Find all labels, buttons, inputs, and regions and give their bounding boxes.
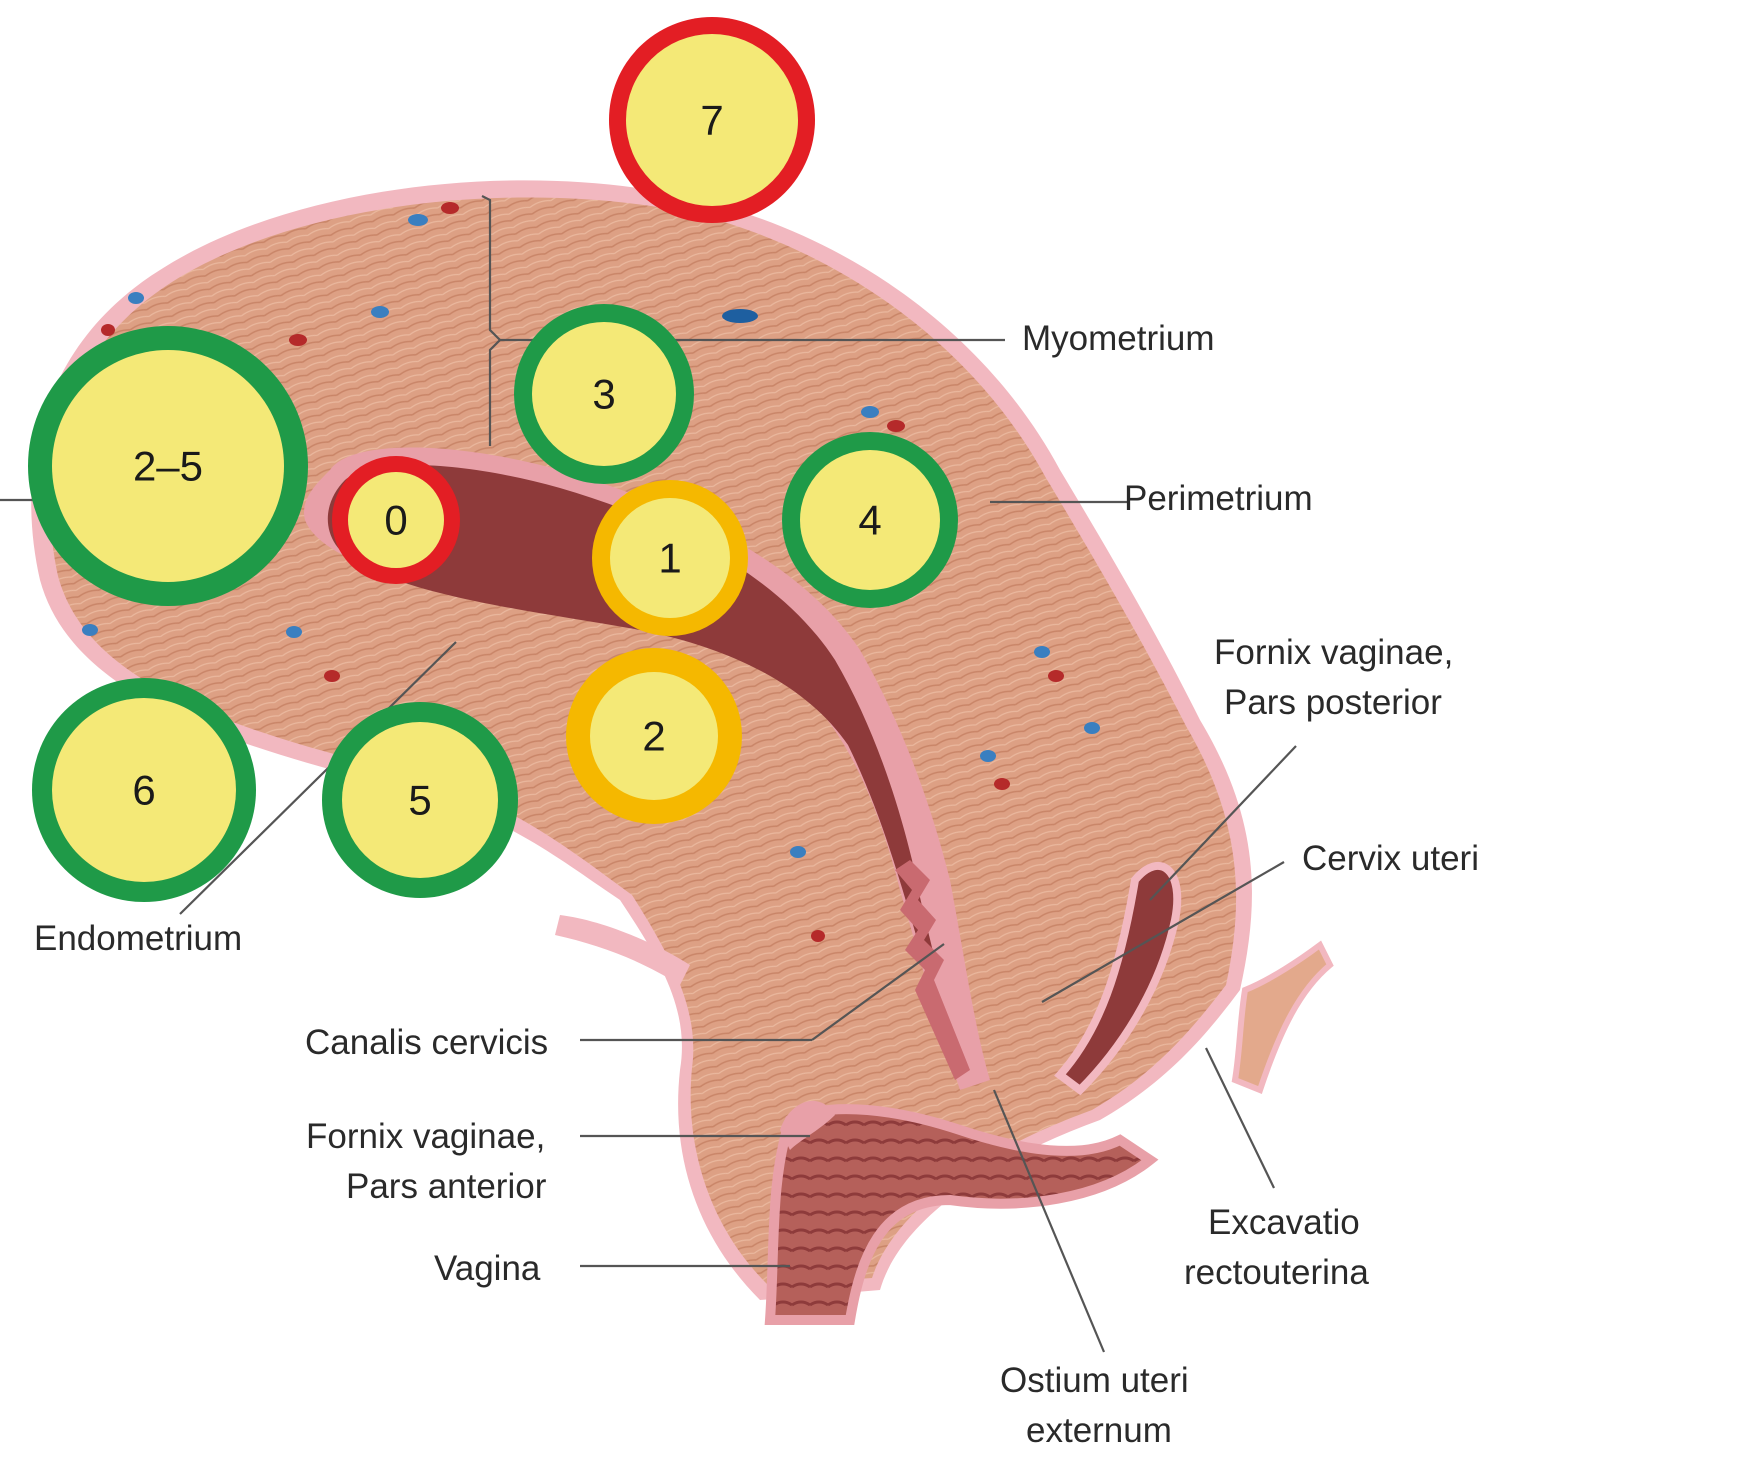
fibroid-label-7: 7 <box>700 97 723 144</box>
fibroid-marker-6: 6 <box>32 678 256 902</box>
fibroid-label-4: 4 <box>858 497 881 544</box>
fibroid-label-1: 1 <box>658 535 681 582</box>
fibroid-marker-0: 0 <box>332 456 460 584</box>
fibroid-marker-4: 4 <box>782 432 958 608</box>
label-endometrium: Endometrium <box>34 919 242 958</box>
fibroid-label-2-5: 2–5 <box>133 443 203 490</box>
label-ostium-2: externum <box>1026 1411 1172 1450</box>
label-perimetrium: Perimetrium <box>1124 479 1313 518</box>
label-vagina: Vagina <box>434 1249 541 1288</box>
label-canalis-cervicis: Canalis cervicis <box>305 1023 548 1062</box>
fibroid-label-5: 5 <box>408 777 431 824</box>
label-fornix-anterior-2: Pars anterior <box>346 1167 547 1206</box>
label-excavatio-1: Excavatio <box>1208 1203 1360 1242</box>
fibroid-label-6: 6 <box>132 767 155 814</box>
blood-vessels <box>82 202 1100 942</box>
vesicouterine-fold <box>555 915 690 985</box>
excavatio-leader <box>1205 1047 1275 1189</box>
myometrium-bracket <box>481 195 502 446</box>
fibroid-marker-1: 1 <box>592 480 748 636</box>
cervical-canal <box>895 860 970 1080</box>
fibroid-markers: 7 3 2–5 0 1 4 2 <box>28 17 958 902</box>
label-fornix-posterior-2: Pars posterior <box>1224 683 1442 722</box>
ostium-leader <box>992 1089 1106 1353</box>
fibroid-label-2: 2 <box>642 713 665 760</box>
canalis-cervicis-leader-2 <box>811 943 945 1041</box>
endometrium-lining <box>304 447 990 1090</box>
label-myometrium: Myometrium <box>1022 319 1215 358</box>
fibroid-marker-3: 3 <box>514 304 694 484</box>
fibroid-marker-5: 5 <box>322 702 518 898</box>
fibroid-marker-2: 2 <box>566 648 742 824</box>
cervix-uteri-leader <box>1041 861 1285 1003</box>
rectouterine-fold <box>1231 940 1334 1094</box>
label-excavatio-2: rectouterina <box>1184 1253 1369 1292</box>
fibroid-marker-2-5: 2–5 <box>28 326 308 606</box>
fibroid-marker-7: 7 <box>609 17 815 223</box>
fornix-posterior-leader <box>1149 745 1297 901</box>
endometrium-leader <box>179 641 457 915</box>
anterior-fornix <box>780 1100 835 1150</box>
anatomy-labels: Myometrium Perimetrium Fornix vaginae, P… <box>34 319 1479 1450</box>
fibroid-label-3: 3 <box>592 371 615 418</box>
vagina-wall <box>764 1104 1159 1325</box>
label-cervix-uteri: Cervix uteri <box>1302 839 1479 878</box>
fibroid-label-0: 0 <box>384 497 407 544</box>
label-fornix-anterior-1: Fornix vaginae, <box>306 1117 545 1156</box>
label-ostium-1: Ostium uteri <box>1000 1361 1189 1400</box>
uterine-cavity <box>327 465 935 965</box>
label-fornix-posterior-1: Fornix vaginae, <box>1214 633 1453 672</box>
